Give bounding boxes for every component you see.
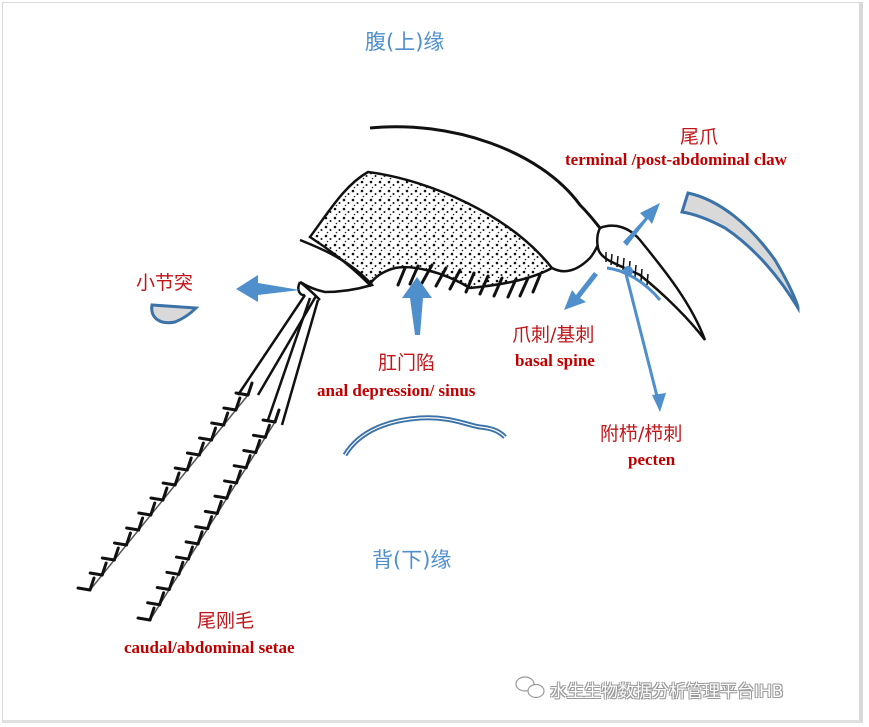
seta-barb bbox=[215, 499, 223, 515]
seta-barb bbox=[246, 381, 254, 397]
arrow-pecten bbox=[623, 269, 662, 409]
seta-barb bbox=[165, 570, 181, 576]
seta-barb bbox=[148, 606, 156, 622]
seta-barb bbox=[206, 515, 214, 531]
seta-barb bbox=[244, 454, 252, 470]
dorsal-edge-title: 背(下)缘 bbox=[372, 548, 452, 572]
seta-barb bbox=[185, 456, 193, 472]
seta-barb bbox=[194, 525, 210, 531]
seta-barb bbox=[210, 426, 218, 442]
seta-barb bbox=[225, 484, 233, 500]
seta-barb bbox=[112, 541, 128, 547]
seta-barb bbox=[100, 561, 108, 577]
seta-barb bbox=[125, 526, 141, 532]
seta-barb bbox=[273, 408, 281, 424]
seta-barb bbox=[161, 486, 169, 502]
label-terminal-claw-en: terminal /post-abdominal claw bbox=[565, 150, 787, 169]
arrow-terminal-claw bbox=[623, 203, 660, 246]
seta-barb bbox=[174, 555, 190, 561]
label-pecten-cn: 附栉/栉刺 bbox=[600, 423, 683, 445]
seta-barb bbox=[149, 496, 165, 502]
seta-barb bbox=[210, 421, 226, 427]
seta-barb bbox=[149, 501, 157, 517]
seta-barb bbox=[161, 481, 177, 487]
seta-barb bbox=[234, 396, 242, 412]
seta-barb bbox=[137, 516, 145, 532]
label-pecten-en: pecten bbox=[628, 450, 676, 469]
wechat-icon bbox=[515, 676, 545, 699]
seta-barb bbox=[185, 451, 201, 457]
label-caudal-setae-cn: 尾刚毛 bbox=[197, 610, 255, 632]
dorsal-outline bbox=[369, 125, 602, 229]
seta-barb bbox=[203, 509, 219, 515]
watermark-text: 水生生物数据分析管理平台IHB bbox=[550, 682, 784, 702]
label-anal-depression-cn: 肛门陷 bbox=[378, 352, 436, 374]
ventral-outline bbox=[299, 238, 375, 294]
arrows bbox=[236, 203, 660, 335]
ventral-edge-title: 腹(上)缘 bbox=[365, 30, 445, 54]
seta-barb bbox=[213, 494, 229, 500]
arrow-basal-spine bbox=[564, 272, 598, 310]
seta-barb bbox=[234, 391, 250, 397]
label-terminal-claw-cn: 尾爪 bbox=[680, 126, 719, 148]
claw-shape bbox=[680, 191, 800, 314]
tubercle-shape bbox=[150, 303, 200, 325]
seta-barb bbox=[124, 531, 132, 547]
seta-barb bbox=[261, 418, 277, 424]
arrow-tubercle bbox=[236, 275, 300, 302]
seta-barb bbox=[146, 601, 162, 607]
seta-barb bbox=[177, 560, 185, 576]
label-anal-depression-en: anal depression/ sinus bbox=[317, 381, 476, 400]
seta-barb bbox=[167, 576, 175, 592]
seta-barb bbox=[184, 540, 200, 546]
seta-barb bbox=[136, 616, 152, 622]
seta-barb bbox=[158, 591, 166, 607]
terminal-claw bbox=[595, 224, 707, 341]
seta-barb bbox=[137, 511, 153, 517]
pecten-bracket bbox=[606, 266, 662, 301]
seta-barb bbox=[223, 479, 239, 485]
seta-barb bbox=[173, 471, 181, 487]
arrow-anal-depression bbox=[402, 277, 432, 335]
seta-barb bbox=[100, 556, 116, 562]
dorsal-curve-shape bbox=[342, 415, 507, 457]
anal-denticles bbox=[396, 263, 542, 299]
seta-barb bbox=[222, 411, 230, 427]
seta-barb bbox=[254, 438, 262, 454]
label-tubercle-cn: 小节突 bbox=[136, 272, 194, 294]
seta-barb bbox=[186, 545, 194, 561]
seta-barb bbox=[196, 530, 204, 546]
label-basal-spine-cn: 爪刺/基刺 bbox=[512, 324, 595, 346]
pecten-teeth bbox=[605, 252, 649, 286]
seta-barb bbox=[88, 571, 104, 577]
seta-barb bbox=[263, 423, 271, 439]
seta-barb bbox=[88, 576, 96, 592]
seta-barb bbox=[198, 436, 214, 442]
setae-feathering bbox=[76, 381, 281, 622]
stippled-region bbox=[308, 170, 554, 290]
seta-barb bbox=[155, 586, 171, 592]
label-basal-spine-en: basal spine bbox=[515, 351, 595, 370]
seta-barb bbox=[76, 586, 92, 592]
caudal-setae bbox=[89, 294, 320, 621]
seta-barb bbox=[112, 546, 120, 562]
seta-barb bbox=[242, 448, 258, 454]
seta-barb bbox=[235, 469, 243, 485]
seta-barb bbox=[232, 464, 248, 470]
seta-barb bbox=[173, 466, 189, 472]
seta-barb bbox=[251, 433, 267, 439]
seta-barb bbox=[197, 441, 205, 457]
seta-barb bbox=[222, 406, 238, 412]
label-caudal-setae-en: caudal/abdominal setae bbox=[124, 638, 295, 657]
